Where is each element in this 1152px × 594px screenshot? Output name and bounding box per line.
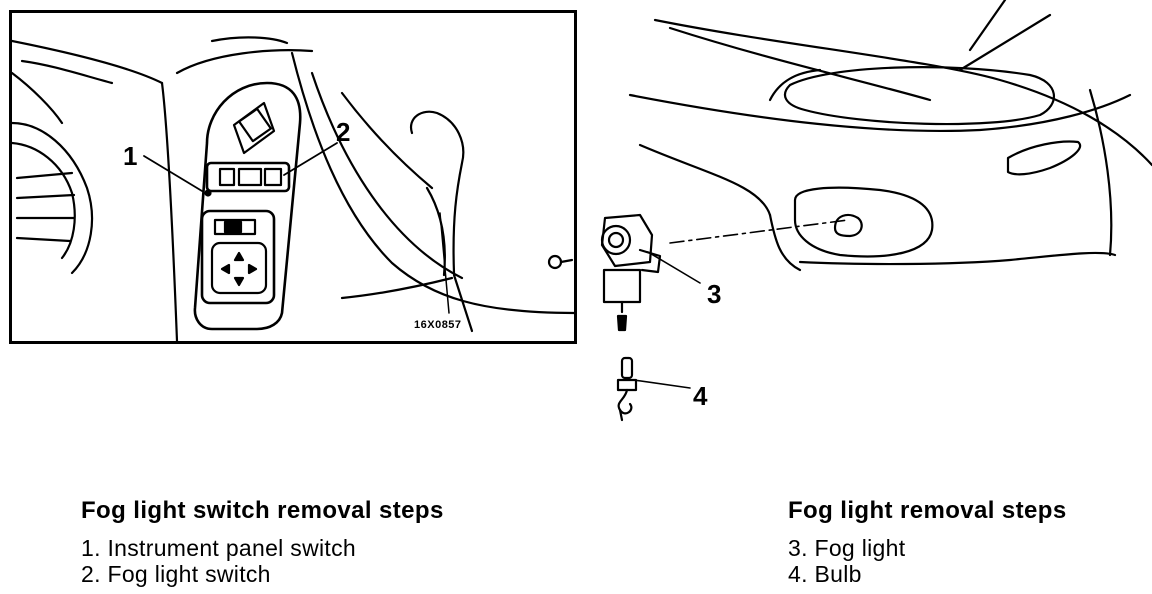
right-step-item: 4. Bulb <box>788 561 862 587</box>
left-step-item: 1. Instrument panel switch <box>81 535 356 561</box>
callout-4: 4 <box>693 381 708 411</box>
fog-light-switch-removal-steps: Fog light switch removal steps 1. Instru… <box>81 497 444 587</box>
figure-code: 16X0857 <box>414 319 462 331</box>
callout-1: 1 <box>123 141 138 171</box>
fog-light-removal-steps: Fog light removal steps 3. Fog light 4. … <box>788 497 1067 587</box>
callout-3: 3 <box>707 279 722 309</box>
instrument-panel-illustration: 16X0857 <box>9 10 577 344</box>
bumper-drawing <box>547 0 1152 422</box>
right-steps-title: Fog light removal steps <box>788 497 1067 524</box>
right-step-item: 3. Fog light <box>788 535 906 561</box>
left-step-item: 2. Fog light switch <box>81 561 271 587</box>
fog-light-illustration <box>530 0 1152 430</box>
callout-2: 2 <box>336 117 351 147</box>
left-steps-title: Fog light switch removal steps <box>81 497 444 524</box>
instrument-panel-drawing <box>12 36 574 341</box>
